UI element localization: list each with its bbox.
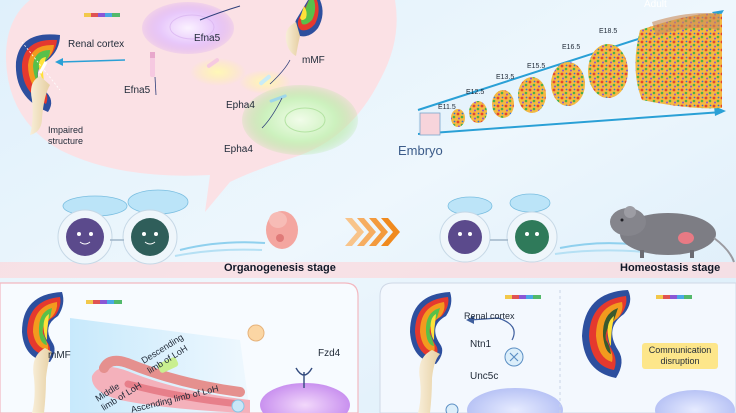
character-purple-right: [439, 211, 491, 263]
label-fzd4: Fzd4: [318, 348, 341, 359]
character-green-left: [122, 209, 178, 265]
label-efna5-left: Efna5: [124, 85, 151, 96]
label-ntn1: Ntn1: [470, 339, 492, 350]
character-green-right: [506, 211, 558, 263]
label-efna5-top: Efna5: [194, 33, 221, 44]
kidney-bottom-right-b: [582, 290, 631, 378]
kidney-bottom-right-a: [410, 292, 452, 413]
mouse-embryo: [266, 211, 298, 249]
transition-arrows: [345, 218, 400, 246]
label-stage-e16-5: E16.5: [562, 44, 581, 51]
label-stage-e13-5: E13.5: [496, 74, 515, 81]
label-organogenesis-stage: Organogenesis stage: [224, 262, 336, 274]
label-stage-e12-5: E12.5: [466, 89, 485, 96]
kidney-top-mmf: [285, 0, 323, 56]
label-embryo: Embryo: [398, 143, 443, 158]
loop-of-henle: [91, 355, 250, 413]
thought-clouds: [62, 189, 551, 217]
label-epha4-bottom: Epha4: [224, 144, 253, 155]
label-communication: Communication: [648, 345, 712, 355]
label-stage-e18-5: E18.5: [599, 28, 618, 35]
label-epha4-top: Epha4: [226, 100, 255, 111]
label-homeostasis-stage: Homeostasis stage: [620, 262, 721, 274]
label-disruption: disruption: [660, 356, 700, 366]
label-unc5c: Unc5c: [470, 371, 499, 382]
communication-disruption-box: Communication disruption: [642, 343, 718, 369]
label-impaired-2: structure: [48, 136, 84, 146]
label-stage-e11-5: E11.5: [438, 104, 456, 111]
adult-mouse: [610, 206, 735, 263]
kidney-top-left: [15, 34, 61, 135]
callout-bubble: [5, 0, 397, 212]
label-mmf-top: mMF: [302, 55, 325, 66]
label-renal-cortex-top: Renal cortex: [68, 39, 125, 50]
label-impaired-1: Impaired: [48, 125, 84, 135]
label-renal-cortex-bottom: Renal cortex: [464, 311, 515, 321]
kidney-bottom-left: [22, 292, 64, 413]
character-purple-left: [57, 209, 113, 265]
embryo-timeline: [417, 10, 726, 136]
label-mmf-bottom: mMF: [48, 350, 71, 361]
label-adult: Adult: [644, 0, 667, 10]
label-stage-e15-5: E15.5: [527, 63, 546, 70]
